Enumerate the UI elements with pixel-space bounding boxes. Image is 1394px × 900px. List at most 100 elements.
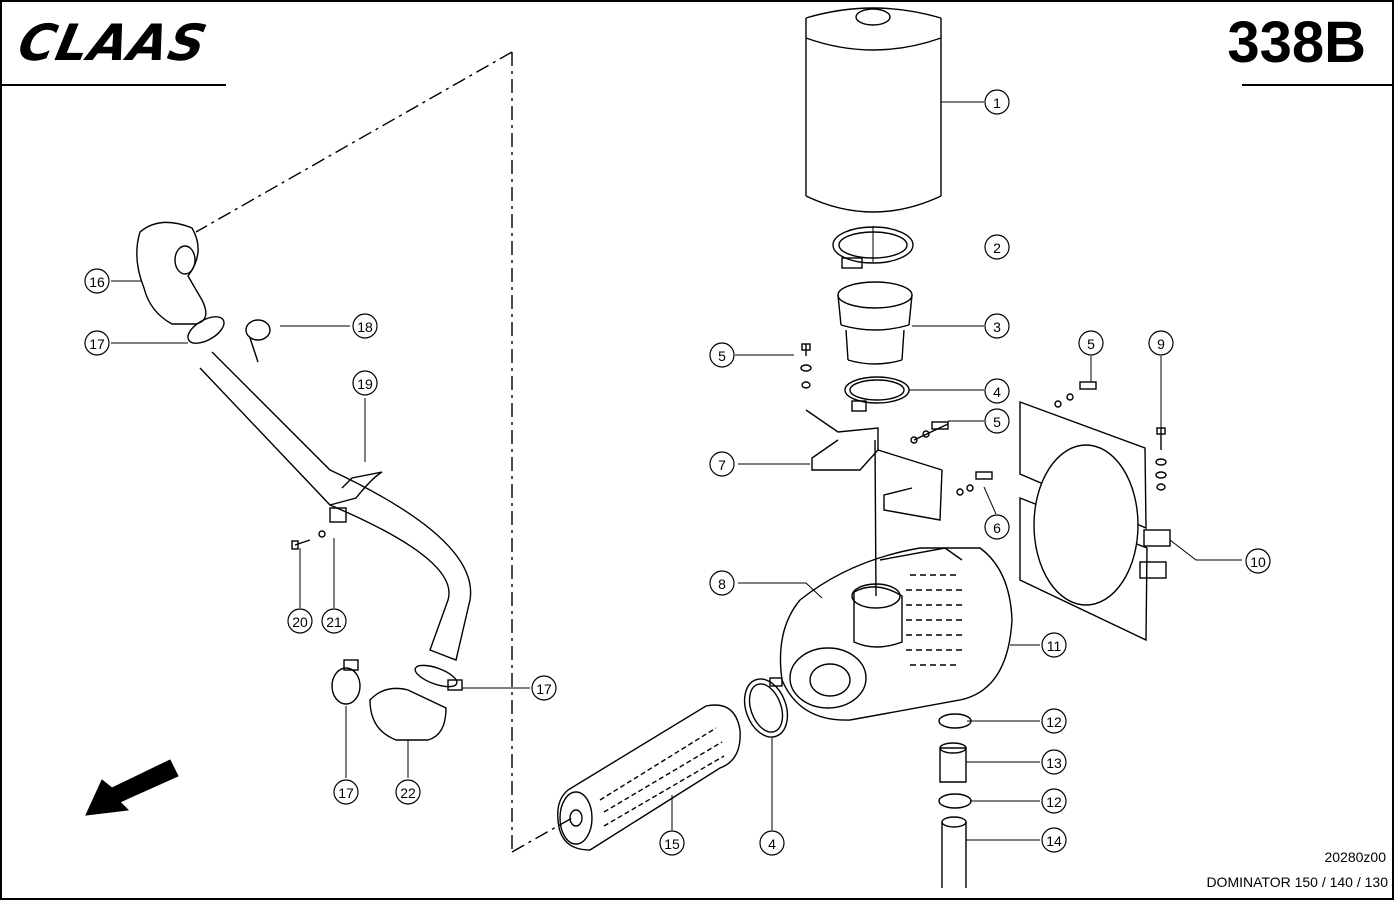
callout-label: 12 (1046, 714, 1062, 730)
callout-20: 20 (287, 608, 313, 634)
callout-17: 17 (84, 330, 110, 356)
callout-label: 10 (1250, 554, 1266, 570)
callout-circle (1041, 788, 1067, 814)
part-clamp-4-lower (743, 677, 789, 738)
part-pipe-19 (187, 316, 472, 691)
callout-label: 13 (1046, 755, 1062, 771)
callout-label: 5 (993, 414, 1001, 430)
callout-circle (84, 330, 110, 356)
callout-label: 6 (993, 520, 1001, 536)
callout-circle (984, 514, 1010, 540)
callout-circle (1078, 330, 1104, 356)
callout-label: 4 (993, 384, 1001, 400)
callout-label: 21 (326, 614, 342, 630)
part-elbow-22 (331, 659, 447, 741)
callout-12: 12 (1041, 708, 1067, 734)
part-bracket-7 (800, 343, 993, 521)
part-filter-cartridge-15 (557, 704, 741, 851)
callout-circle (709, 342, 735, 368)
callout-label: 5 (718, 348, 726, 364)
part-filter-housing-8 (779, 439, 1013, 721)
callout-label: 1 (993, 95, 1001, 111)
callout-label: 16 (89, 274, 105, 290)
callout-9: 9 (1148, 330, 1174, 356)
part-adapter-3 (837, 281, 913, 365)
callout-label: 9 (1157, 336, 1165, 352)
callout-14: 14 (1041, 827, 1067, 853)
callout-10: 10 (1245, 548, 1271, 574)
callout-19: 19 (352, 370, 378, 396)
callout-circle (709, 451, 735, 477)
callout-6: 6 (984, 514, 1010, 540)
leader-lines (111, 101, 1242, 841)
drawing-code: 20280z00 (1324, 849, 1386, 865)
model-label: DOMINATOR 150 / 140 / 130 (1206, 874, 1388, 890)
callout-18: 18 (352, 313, 378, 339)
callout-label: 17 (338, 785, 354, 801)
callout-label: 20 (292, 614, 308, 630)
callout-label: 12 (1046, 794, 1062, 810)
callout-5: 5 (984, 408, 1010, 434)
callout-circle (287, 608, 313, 634)
callout-17: 17 (531, 675, 557, 701)
callout-15: 15 (659, 830, 685, 856)
callout-label: 5 (1087, 336, 1095, 352)
callout-circle (352, 370, 378, 396)
callout-circle (1245, 548, 1271, 574)
callout-1: 1 (984, 89, 1010, 115)
part-mounting-frame-10 (1019, 381, 1171, 642)
part-precleaner-cylinder (805, 7, 942, 213)
callout-label: 17 (536, 681, 552, 697)
callout-circle (984, 89, 1010, 115)
callout-circle (321, 608, 347, 634)
callout-label: 11 (1047, 638, 1062, 654)
callout-4: 4 (759, 830, 785, 856)
callout-circle (1041, 827, 1067, 853)
callout-circle (84, 268, 110, 294)
callout-16: 16 (84, 268, 110, 294)
part-hose-lower (938, 713, 972, 888)
callout-12: 12 (1041, 788, 1067, 814)
callout-label: 8 (718, 576, 726, 592)
direction-arrow-icon (85, 759, 179, 816)
callout-label: 14 (1046, 833, 1062, 849)
callout-circle (984, 234, 1010, 260)
callout-3: 3 (984, 313, 1010, 339)
callout-label: 4 (768, 836, 776, 852)
callout-circle (395, 779, 421, 805)
page-number: 338B (1227, 10, 1366, 75)
callout-label: 22 (400, 785, 416, 801)
callout-circle (709, 570, 735, 596)
callout-label: 3 (993, 319, 1001, 335)
part-elbow-16 (136, 221, 207, 325)
callout-2: 2 (984, 234, 1010, 260)
callout-circle (984, 408, 1010, 434)
callout-label: 17 (89, 336, 105, 352)
callout-circle (1041, 632, 1067, 658)
callout-circle (1148, 330, 1174, 356)
callout-8: 8 (709, 570, 735, 596)
callout-label: 19 (357, 376, 373, 392)
callout-22: 22 (395, 779, 421, 805)
callout-label: 15 (664, 836, 680, 852)
callout-label: 7 (718, 457, 726, 473)
callout-circle (1041, 749, 1067, 775)
callout-13: 13 (1041, 749, 1067, 775)
callout-7: 7 (709, 451, 735, 477)
callout-circle (759, 830, 785, 856)
callout-5: 5 (709, 342, 735, 368)
callout-circle (333, 779, 359, 805)
part-clamp-4-upper (844, 376, 910, 412)
callout-4: 4 (984, 378, 1010, 404)
callout-circle (352, 313, 378, 339)
callout-label: 2 (993, 240, 1001, 256)
callout-11: 11 (1041, 632, 1067, 658)
callout-circle (984, 378, 1010, 404)
callout-17: 17 (333, 779, 359, 805)
callout-circle (984, 313, 1010, 339)
callout-label: 18 (357, 319, 373, 335)
callout-21: 21 (321, 608, 347, 634)
